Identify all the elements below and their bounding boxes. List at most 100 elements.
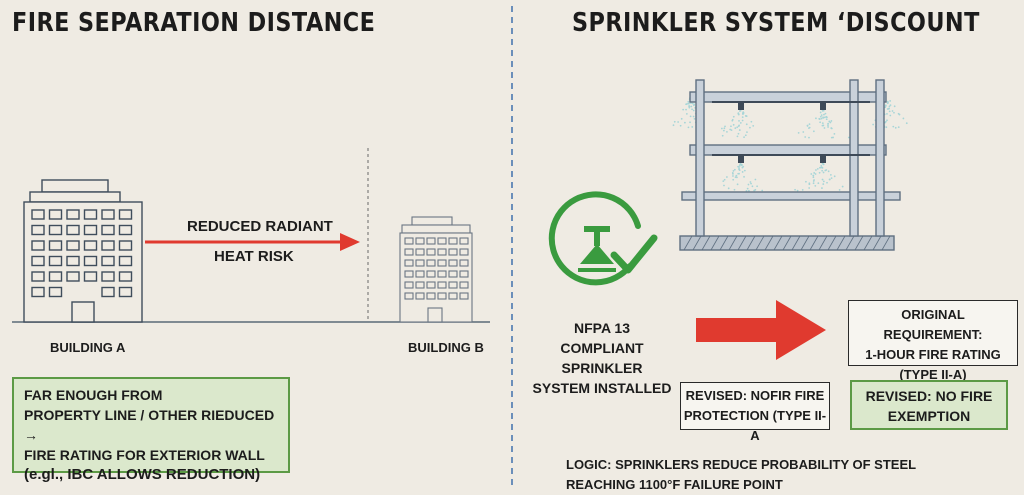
window [120,241,132,250]
original-line: 1-HOUR FIRE RATING [851,345,1015,365]
window [460,293,468,299]
window [460,249,468,255]
window [67,226,79,235]
note-line: FAR ENOUGH FROM [24,385,278,405]
window [427,271,435,277]
window [405,282,413,288]
window [50,241,62,250]
window [405,293,413,299]
window [449,271,457,277]
window [427,260,435,266]
requirement-reduction-arrow [696,300,826,360]
window [67,257,79,266]
window [438,271,446,277]
left-title: FIRE SEPARATION DISTANCE [12,8,375,38]
window [427,238,435,244]
revised-plain-line: REVISED: NOFIR FIRE [683,386,827,406]
revised-exemption-box: REVISED: NO FIRE EXEMPTION [850,380,1008,430]
window [85,210,97,219]
building-a-icon [24,180,142,322]
window [50,210,62,219]
nfpa-label: NFPA 13 COMPLIANT SPRINKLER SYSTEM INSTA… [528,318,676,398]
window [416,293,424,299]
separation-note-box: FAR ENOUGH FROM PROPERTY LINE / OTHER RI… [12,377,290,473]
window [85,272,97,281]
window [32,226,44,235]
original-line: ORIGINAL REQUIREMENT: [851,305,1015,345]
window [32,257,44,266]
window [449,238,457,244]
window [50,288,62,297]
building-b-label: BUILDING B [408,340,484,355]
window [460,282,468,288]
window [50,272,62,281]
revised-green-line: EXEMPTION [854,406,1004,426]
logic-line: LOGIC: SPRINKLERS REDUCE PROBABILITY OF … [566,455,916,475]
window [460,238,468,244]
window [438,238,446,244]
window [416,271,424,277]
window [102,210,114,219]
nfpa-line: NFPA 13 [528,318,676,338]
nfpa-line: COMPLIANT [528,338,676,358]
window [405,271,413,277]
window [120,210,132,219]
window [85,241,97,250]
window [120,288,132,297]
window [120,257,132,266]
building-a-label: BUILDING A [50,340,125,355]
window [438,260,446,266]
window [438,293,446,299]
window [102,226,114,235]
window [449,293,457,299]
note-line: PROPERTY LINE / OTHER RIEDUCED → [24,405,278,445]
window [50,226,62,235]
window [50,257,62,266]
window [67,241,79,250]
sprinkler-check-icon [552,194,654,282]
window [120,272,132,281]
revised-green-line: REVISED: NO FIRE [854,386,1004,406]
window [416,282,424,288]
window [449,260,457,266]
window [416,238,424,244]
window [449,282,457,288]
window [32,210,44,219]
window [449,249,457,255]
window [416,249,424,255]
window [102,257,114,266]
steel-frame-icon [673,80,908,250]
window [427,293,435,299]
window [102,288,114,297]
logic-text: LOGIC: SPRINKLERS REDUCE PROBABILITY OF … [566,455,916,495]
window [67,210,79,219]
window [120,226,132,235]
logic-line: REACHING 1100°F FAILURE POINT [566,475,916,495]
original-requirement-box: ORIGINAL REQUIREMENT: 1-HOUR FIRE RATING… [848,300,1018,366]
window [460,260,468,266]
note-line: FIRE RATING FOR EXTERIOR WALL [24,445,278,465]
window [67,272,79,281]
window [32,288,44,297]
window [102,241,114,250]
window [32,272,44,281]
arrow-label-line1: REDUCED RADIANT [187,218,333,235]
window [438,282,446,288]
revised-protection-box: REVISED: NOFIR FIRE PROTECTION (TYPE II-… [680,382,830,430]
building-b-icon [400,217,472,322]
window [460,271,468,277]
window [438,249,446,255]
window [427,282,435,288]
window [405,260,413,266]
nfpa-line: SYSTEM INSTALLED [528,378,676,398]
arrow-label-line2: HEAT RISK [214,248,294,265]
window [416,260,424,266]
note-line: (e.gl., IBC ALLOWS REDUCTION) [24,465,278,485]
window [85,257,97,266]
window [85,226,97,235]
window [405,249,413,255]
revised-plain-line: PROTECTION (TYPE II-A [683,406,827,446]
window [405,238,413,244]
nfpa-line: SPRINKLER [528,358,676,378]
window [32,241,44,250]
